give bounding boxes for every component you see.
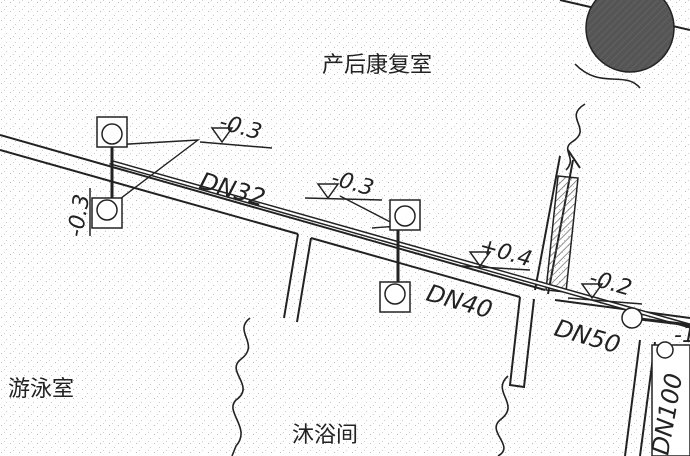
floor-drain-2 xyxy=(91,197,123,229)
cleanout-dn100 xyxy=(656,341,674,359)
floor-drain-3 xyxy=(389,199,421,231)
floor-drains xyxy=(91,116,674,359)
elevation-label-6: -1 xyxy=(674,323,690,348)
riser-box-dn100 xyxy=(651,344,690,456)
elevation-markers xyxy=(89,127,643,305)
drain-pipe xyxy=(109,159,690,329)
break-lines xyxy=(231,103,586,456)
room-label-postnatal-recovery: 产后康复室 xyxy=(322,53,432,78)
room-label-swimming: 游泳室 xyxy=(8,377,74,402)
riser-shafts xyxy=(545,0,690,456)
floor-drain-4 xyxy=(379,281,411,313)
floor-drain-1 xyxy=(96,116,128,148)
cleanout-dn50 xyxy=(621,307,643,329)
room-label-shower: 沐浴间 xyxy=(292,423,358,448)
